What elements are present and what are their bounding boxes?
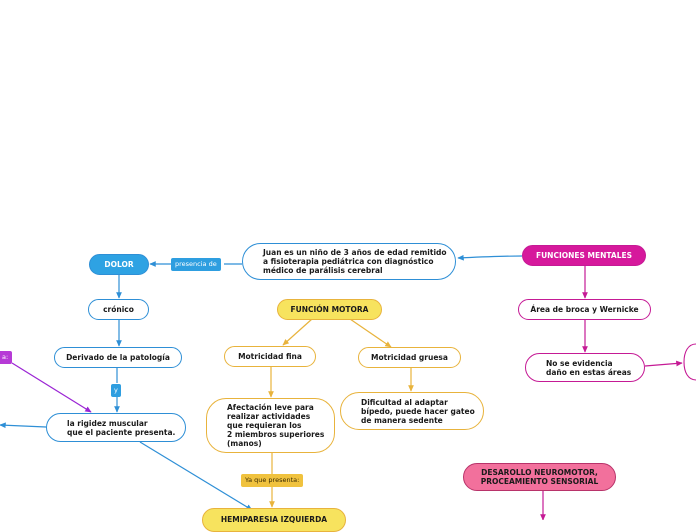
presencia-de-label: presencia de	[171, 258, 221, 271]
funciones-mentales-node[interactable]: FUNCIONES MENTALES	[522, 245, 646, 266]
no-evidencia-node[interactable]: No se evidencia daño en estas áreas	[525, 353, 645, 382]
edge-motora-to-fina	[282, 318, 313, 346]
mind-map-connectors	[0, 254, 696, 520]
offscreen-node-right	[683, 343, 696, 381]
cronico-node[interactable]: crónico	[88, 299, 149, 320]
edge-rigidez-to-hemiparesia	[139, 441, 253, 511]
edge-noevidencia-to-right	[644, 360, 683, 367]
afectacion-node[interactable]: Afectación leve para realizar actividade…	[206, 398, 335, 453]
desarrollo-node[interactable]: DESAROLLO NEUROMOTOR, PROCEAMIENTO SENSO…	[463, 463, 616, 491]
dificultad-node[interactable]: Dificultad al adaptar bípedo, puede hace…	[340, 392, 484, 430]
left-edge-label: a:	[0, 351, 13, 364]
y-label: y	[111, 384, 121, 397]
funcion-motora-node[interactable]: FUNCIÓN MOTORA	[277, 299, 382, 320]
derivado-node[interactable]: Derivado de la patología	[54, 347, 182, 368]
area-broca-node[interactable]: Área de broca y Wernicke	[518, 299, 651, 320]
motricidad-gruesa-node[interactable]: Motricidad gruesa	[358, 347, 461, 368]
ya-que-presenta-label: Ya que presenta:	[241, 474, 304, 487]
motricidad-fina-node[interactable]: Motricidad fina	[224, 346, 316, 367]
hemiparesia-node[interactable]: HEMIPARESIA IZQUIERDA	[202, 508, 346, 532]
edge-motora-to-gruesa	[349, 318, 392, 348]
rigidez-node[interactable]: la rigidez muscular que el paciente pres…	[46, 413, 186, 442]
edge-left-label-to-rigidez	[11, 362, 92, 413]
central-node[interactable]: Juan es un niño de 3 años de edad remiti…	[242, 243, 456, 280]
edge-rigidez-to-left	[0, 422, 47, 429]
edge-funciones-to-central	[457, 254, 523, 261]
dolor-node[interactable]: DOLOR	[89, 254, 149, 275]
